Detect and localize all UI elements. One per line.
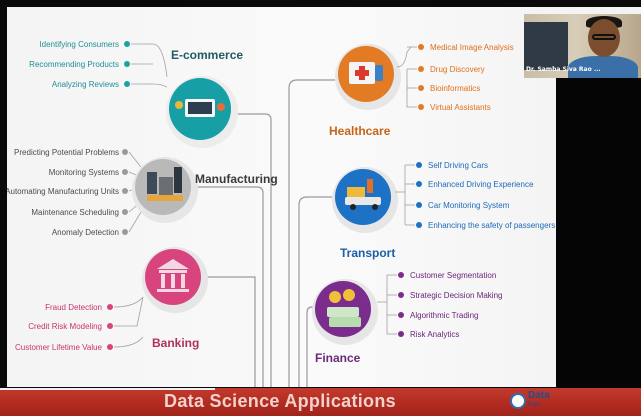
webcam-feed[interactable]: Dr. Samba Siva Rao ... xyxy=(524,14,641,78)
manufacturing-item-5: Anomaly Detection xyxy=(52,228,119,237)
healthcare-item-1: Medical Image Analysis xyxy=(430,43,514,52)
connector-ecommerce xyxy=(235,113,272,387)
finance-item-2: Strategic Decision Making xyxy=(410,291,502,300)
manufacturing-item-2: Monitoring Systems xyxy=(49,168,119,177)
transport-title: Transport xyxy=(340,246,395,260)
healthcare-section: Healthcare Medical Image Analysis Drug D… xyxy=(329,43,514,138)
ecommerce-item-1: Identifying Consumers xyxy=(39,40,119,49)
slide-footer-bar: Data Science Applications Data Flair xyxy=(0,388,641,416)
manufacturing-item-4: Maintenance Scheduling xyxy=(31,208,119,217)
transport-item-3: Car Monitoring System xyxy=(428,201,510,210)
video-area-background xyxy=(556,78,641,388)
slide-diagram: Identifying Consumers Recommending Produ… xyxy=(7,40,555,387)
video-progress-bar[interactable] xyxy=(0,388,215,390)
transport-item-1: Self Driving Cars xyxy=(428,161,488,170)
connector-finance xyxy=(306,306,317,387)
manufacturing-item-1: Predicting Potential Problems xyxy=(14,148,119,157)
ecommerce-title: E-commerce xyxy=(171,48,243,62)
manufacturing-item-3: Automating Manufacturing Units xyxy=(7,187,119,196)
banking-item-2: Credit Risk Modeling xyxy=(28,322,102,331)
connector-transport xyxy=(298,196,332,387)
connector-banking xyxy=(197,276,256,387)
finance-section: Finance Customer Segmentation Strategic … xyxy=(312,271,502,365)
ecommerce-item-3: Analyzing Reviews xyxy=(52,80,119,89)
finance-title: Finance xyxy=(315,351,361,365)
banking-item-3: Customer Lifetime Value xyxy=(15,343,103,352)
banking-section: Fraud Detection Credit Risk Modeling Cus… xyxy=(15,247,208,352)
ecommerce-item-2: Recommending Products xyxy=(29,60,119,69)
connector-healthcare xyxy=(288,79,335,387)
banking-item-1: Fraud Detection xyxy=(45,303,102,312)
logo-icon xyxy=(510,393,526,409)
healthcare-title: Healthcare xyxy=(329,124,391,138)
banking-title: Banking xyxy=(152,336,199,350)
ecommerce-section: Identifying Consumers Recommending Produ… xyxy=(29,40,243,148)
manufacturing-section: Predicting Potential Problems Monitoring… xyxy=(7,148,278,237)
healthcare-item-4: Virtual Assistants xyxy=(430,103,491,112)
connector-manufacturing xyxy=(187,186,264,387)
transport-item-4: Enhancing the safety of passengers xyxy=(428,221,555,230)
transport-item-2: Enhanced Driving Experience xyxy=(428,180,534,189)
transport-section: Transport Self Driving Cars Enhanced Dri… xyxy=(332,161,555,260)
presenter-name: Dr. Samba Siva Rao ... xyxy=(526,66,601,73)
manufacturing-title: Manufacturing xyxy=(195,172,278,186)
slide-title: Data Science Applications xyxy=(164,391,396,411)
dataflair-logo: Data Flair xyxy=(510,391,552,413)
healthcare-item-2: Drug Discovery xyxy=(430,65,485,74)
finance-item-3: Algorithmic Trading xyxy=(410,311,478,320)
finance-item-4: Risk Analytics xyxy=(410,330,459,339)
healthcare-item-3: Bioinformatics xyxy=(430,84,480,93)
finance-item-1: Customer Segmentation xyxy=(410,271,496,280)
